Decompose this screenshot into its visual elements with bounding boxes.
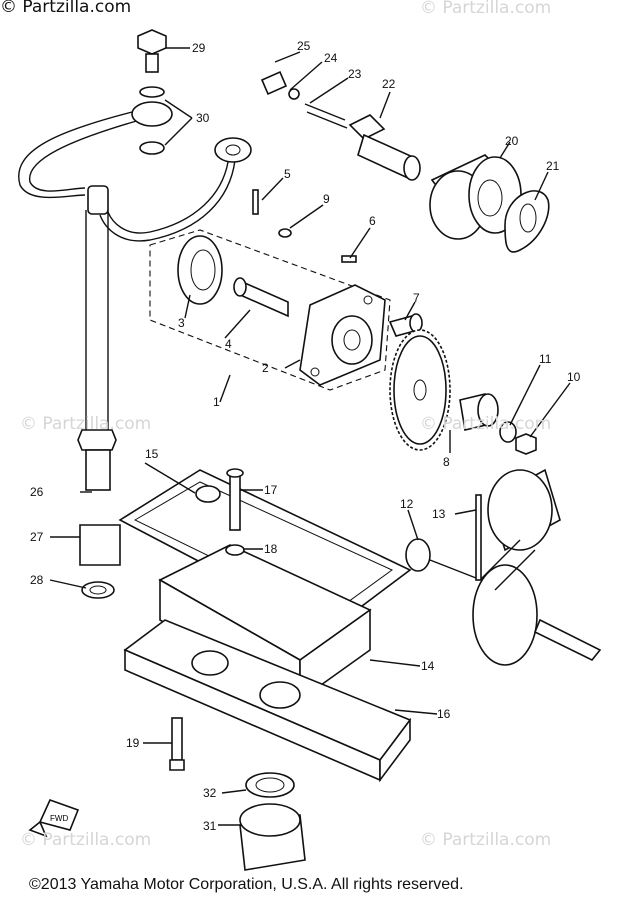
relief-valve xyxy=(304,103,348,129)
nut xyxy=(515,433,537,455)
partzilla-watermark: © Partzilla.com xyxy=(420,830,552,850)
callout-23: 23 xyxy=(348,67,362,81)
callout-labels: 1 2 3 4 5 6 7 8 9 10 11 12 13 14 15 16 1… xyxy=(30,39,581,833)
filter-o-ring xyxy=(504,190,550,253)
callout-11: 11 xyxy=(539,352,552,366)
drive-gear xyxy=(405,538,477,579)
pin-dowel xyxy=(278,228,292,238)
crankshaft xyxy=(472,468,602,666)
callout-19: 19 xyxy=(126,736,140,750)
filter-bolt xyxy=(348,114,421,181)
banjo-bolt xyxy=(131,29,173,155)
pin-small xyxy=(341,255,357,263)
oil-pump-housing xyxy=(299,284,386,386)
callout-26: 26 xyxy=(30,485,44,499)
callout-14: 14 xyxy=(421,659,435,673)
fwd-label: FWD xyxy=(50,814,68,823)
partzilla-watermark: © Partzilla.com xyxy=(20,414,152,434)
callout-17: 17 xyxy=(264,483,278,497)
callout-10: 10 xyxy=(567,370,581,384)
callout-4: 4 xyxy=(225,337,232,351)
callout-13: 13 xyxy=(432,507,446,521)
callout-8: 8 xyxy=(443,455,450,469)
partzilla-watermark: © Partzilla.com xyxy=(420,0,552,18)
callout-21: 21 xyxy=(546,159,560,173)
callout-22: 22 xyxy=(382,77,396,91)
bolt xyxy=(225,468,245,556)
callout-27: 27 xyxy=(30,530,44,544)
leader-lines xyxy=(49,47,571,826)
callout-12: 12 xyxy=(400,497,414,511)
callout-3: 3 xyxy=(178,316,185,330)
callout-15: 15 xyxy=(145,447,159,461)
callout-1: 1 xyxy=(213,395,220,409)
oil-delivery-pipe xyxy=(18,109,252,491)
pump-drive-gear xyxy=(389,329,499,451)
callout-18: 18 xyxy=(264,542,278,556)
copyright-footer: ©2013 Yamaha Motor Corporation, U.S.A. A… xyxy=(29,876,464,893)
callout-24: 24 xyxy=(324,51,338,65)
callout-30: 30 xyxy=(196,111,210,125)
callout-7: 7 xyxy=(413,291,420,305)
partzilla-watermark: © Partzilla.com xyxy=(420,414,552,434)
callout-25: 25 xyxy=(297,39,311,53)
callout-32: 32 xyxy=(203,786,217,800)
callout-9: 9 xyxy=(323,192,330,206)
callout-2: 2 xyxy=(262,361,269,375)
washer xyxy=(499,421,517,443)
union-fitting xyxy=(79,524,121,599)
callout-16: 16 xyxy=(437,707,451,721)
callout-31: 31 xyxy=(203,819,217,833)
oil-pan xyxy=(123,619,412,783)
key xyxy=(475,494,482,581)
callout-6: 6 xyxy=(369,214,376,228)
check-valve-spring xyxy=(260,70,300,100)
callout-20: 20 xyxy=(505,134,519,148)
pin xyxy=(252,189,259,215)
callout-29: 29 xyxy=(192,41,206,55)
oil-pump-rotor xyxy=(177,235,223,305)
fwd-arrow-icon: FWD xyxy=(28,798,80,838)
drain-plug xyxy=(169,717,306,871)
callout-28: 28 xyxy=(30,573,44,587)
partzilla-watermark: © Partzilla.com xyxy=(20,830,152,850)
callout-5: 5 xyxy=(284,167,291,181)
partzilla-watermark-header: © Partzilla.com xyxy=(0,0,132,17)
pump-shaft xyxy=(233,277,289,318)
